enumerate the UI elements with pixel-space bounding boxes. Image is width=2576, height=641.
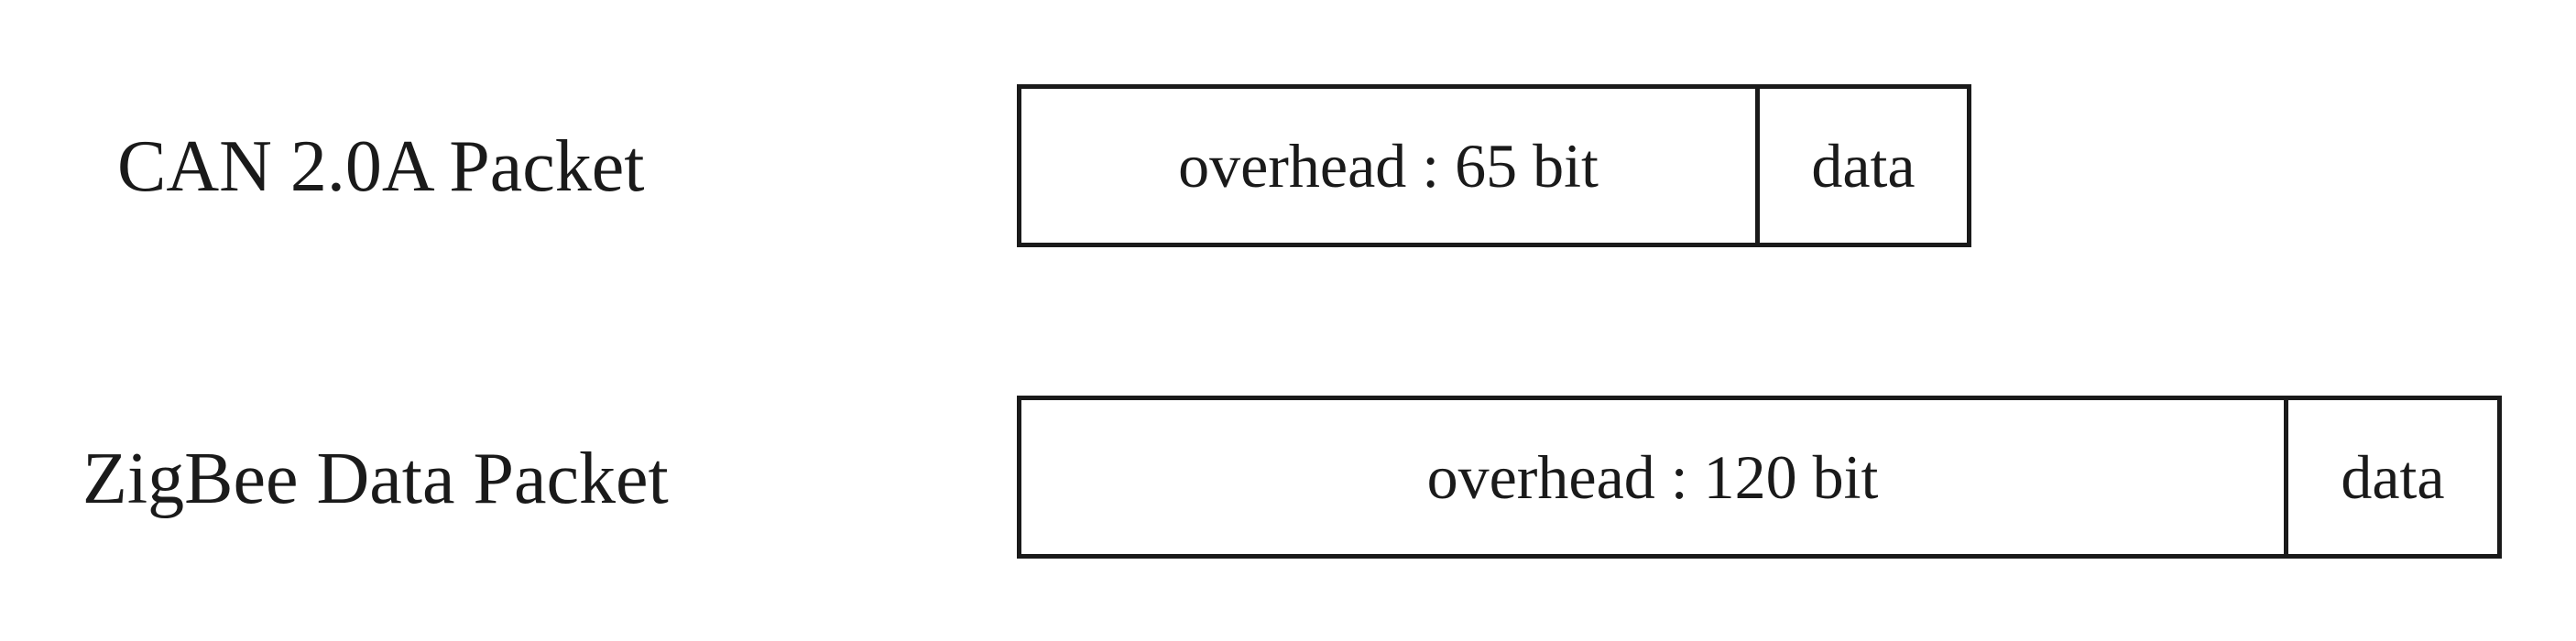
- zigbee-packet-label: ZigBee Data Packet: [82, 439, 669, 519]
- can-data-field: data: [1811, 131, 1916, 201]
- can-packet-label: CAN 2.0A Packet: [117, 126, 645, 207]
- can-packet-frame: overhead : 65 bit data: [1017, 84, 1971, 247]
- zigbee-overhead-field: overhead : 120 bit: [1021, 400, 2288, 554]
- zigbee-packet-frame: overhead : 120 bit data: [1017, 396, 2502, 559]
- can-overhead-field: overhead : 65 bit: [1021, 89, 1760, 243]
- zigbee-data-field: data: [2341, 442, 2445, 512]
